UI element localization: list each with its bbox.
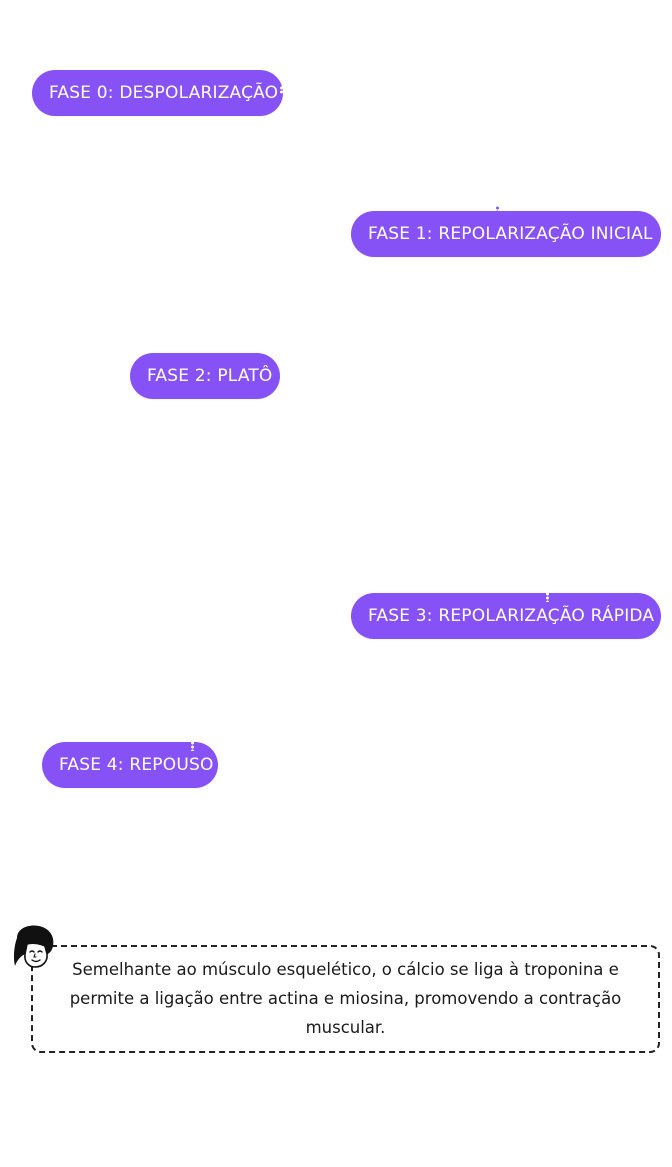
phase-0-label: FASE 0: DESPOLARIZAÇÃO — [32, 70, 283, 116]
phase-4-text: FASE 4: REPOUSO — [59, 755, 214, 775]
phase-3-text: FASE 3: REPOLARIZAÇÃO RÁPIDA — [368, 606, 655, 626]
connector-dots — [496, 206, 499, 214]
phase-2-label: FASE 2: PLATÔ — [130, 353, 280, 399]
note-callout: Semelhante ao músculo esquelético, o cál… — [31, 945, 660, 1053]
connector-dots — [280, 86, 283, 94]
phase-2-text: FASE 2: PLATÔ — [147, 366, 273, 386]
connector-dots — [191, 741, 194, 751]
phase-3-label: FASE 3: REPOLARIZAÇÃO RÁPIDA — [351, 593, 661, 639]
phase-1-label: FASE 1: REPOLARIZAÇÃO INICIAL — [351, 211, 661, 257]
phase-1-text: FASE 1: REPOLARIZAÇÃO INICIAL — [368, 224, 653, 244]
phase-4-label: FASE 4: REPOUSO — [42, 742, 218, 788]
note-text: Semelhante ao músculo esquelético, o cál… — [69, 960, 622, 1037]
connector-dots — [546, 592, 549, 602]
person-face-icon — [13, 925, 54, 968]
phase-0-text: FASE 0: DESPOLARIZAÇÃO — [49, 83, 279, 103]
